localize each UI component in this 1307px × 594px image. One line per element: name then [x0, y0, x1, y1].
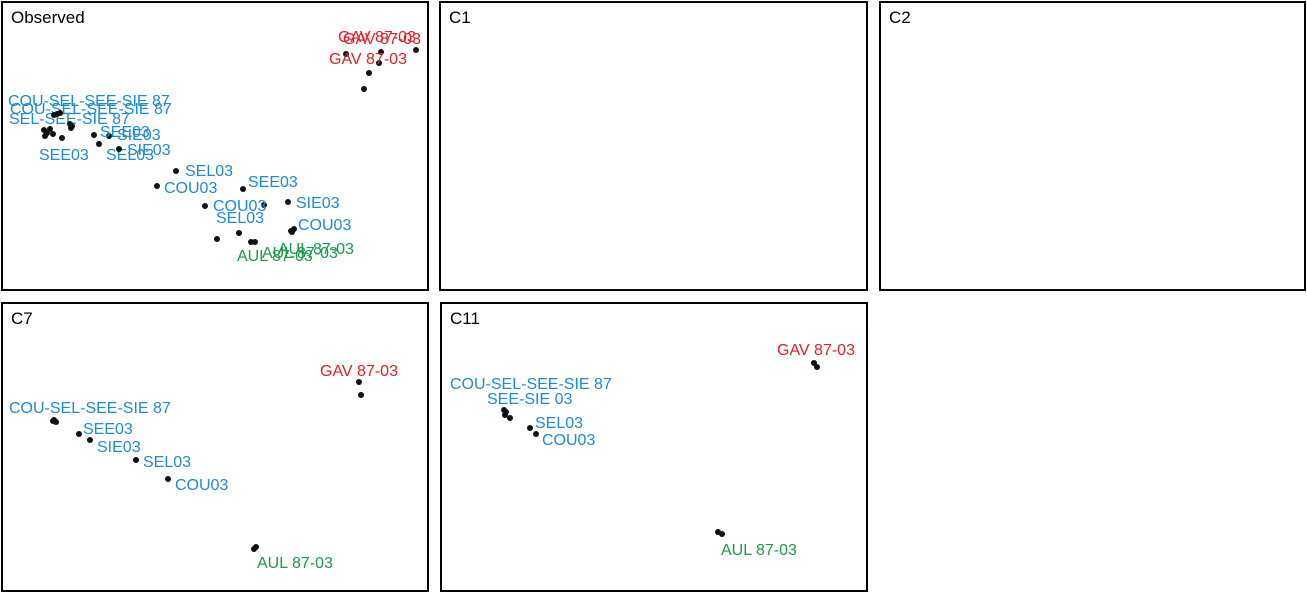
point-label: SEL-SEE-SIE 87: [9, 111, 130, 128]
point-label: AUL 87-03: [262, 245, 338, 262]
panel-title: C7: [11, 309, 33, 328]
point-label: SEL03: [143, 454, 191, 471]
data-point: [285, 199, 291, 205]
panel-title: C1: [449, 8, 471, 27]
point-label: GAV 87-03: [338, 29, 416, 46]
data-point: [59, 135, 65, 141]
point-label: AUL 87-03: [278, 241, 354, 258]
data-point: [252, 239, 258, 245]
data-point: [814, 364, 820, 370]
point-label: SEL03: [216, 210, 264, 227]
data-point: [173, 168, 179, 174]
data-point: [289, 229, 295, 235]
point-label: COU03: [213, 198, 266, 215]
data-point: [50, 418, 56, 424]
data-point: [502, 412, 508, 418]
point-label: GAV 87-03: [329, 51, 407, 68]
point-label: SEE03: [39, 147, 89, 164]
data-point: [361, 86, 367, 92]
data-point: [719, 531, 725, 537]
data-point: [358, 392, 364, 398]
point-label: SEL03: [185, 163, 233, 180]
data-point: [87, 437, 93, 443]
data-point: [356, 379, 362, 385]
point-label: AUL 87-03: [257, 555, 333, 572]
point-label: COU03: [175, 477, 228, 494]
data-point: [133, 457, 139, 463]
point-label: SEE03: [248, 174, 298, 191]
data-point: [106, 133, 112, 139]
point-label: COU-SEL-SEE-SIE 87: [9, 400, 171, 417]
data-point: [251, 546, 257, 552]
point-label: SEE03: [83, 421, 133, 438]
point-label: GAV 87-03: [343, 31, 421, 48]
data-point: [68, 125, 74, 131]
data-point: [91, 132, 97, 138]
data-point: [154, 183, 160, 189]
data-point: [413, 47, 419, 53]
data-point: [202, 203, 208, 209]
data-point: [116, 146, 122, 152]
data-point: [240, 186, 246, 192]
point-label: AUL 87-03: [237, 248, 313, 265]
point-label: SIE03: [296, 195, 340, 212]
data-point: [50, 131, 56, 137]
data-point: [42, 133, 48, 139]
data-point: [527, 425, 533, 431]
data-point: [261, 202, 267, 208]
data-point: [47, 126, 53, 132]
point-label: SEE03: [100, 124, 150, 141]
data-point: [57, 110, 63, 116]
point-label: SIE03: [97, 439, 141, 456]
point-label: COU03: [164, 180, 217, 197]
data-point: [76, 431, 82, 437]
panel-title: Observed: [11, 8, 85, 27]
data-point: [343, 51, 349, 57]
data-point: [96, 141, 102, 147]
point-label: SIE03: [117, 127, 161, 144]
point-label: COU03: [298, 217, 351, 234]
point-label: GAV 87-03: [777, 342, 855, 359]
data-point: [366, 70, 372, 76]
point-label: SEL03: [535, 415, 583, 432]
point-label: AUL 87-03: [721, 542, 797, 559]
data-point: [376, 60, 382, 66]
point-label: SEE-SIE 03: [487, 391, 572, 408]
point-label: COU-SEL-SEE-SIE 87: [10, 101, 172, 118]
data-point: [533, 431, 539, 437]
point-label: COU-SEL-SEE-SIE 87: [450, 376, 612, 393]
point-label: GAV 87-03: [320, 363, 398, 380]
point-label: SIE03: [127, 142, 171, 159]
data-point: [378, 49, 384, 55]
point-label: COU03: [542, 432, 595, 449]
data-point: [507, 415, 513, 421]
panel-title: C2: [889, 8, 911, 27]
point-label: COU-SEL-SEE-SIE 87: [8, 93, 170, 110]
data-point: [236, 230, 242, 236]
panel-title: C11: [450, 309, 480, 328]
data-point: [165, 476, 171, 482]
data-point: [214, 236, 220, 242]
